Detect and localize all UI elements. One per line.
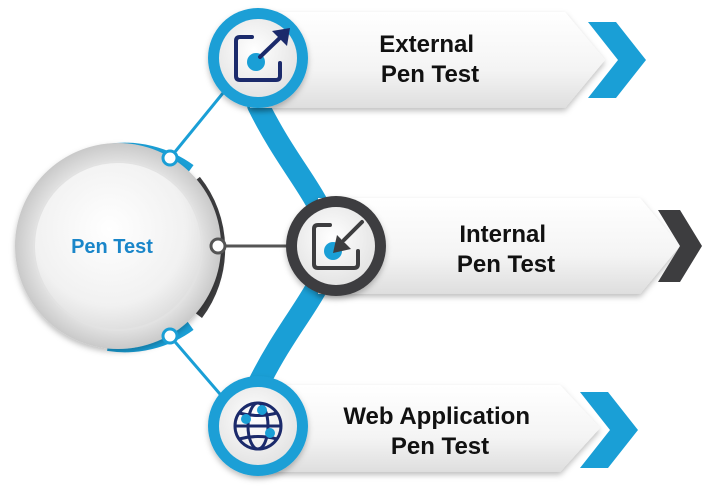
dot-top	[161, 149, 179, 167]
center-label: Pen Test	[71, 236, 153, 258]
item-internal-line2: Pen Test	[457, 251, 555, 278]
svg-text:External Pen Test: External Pen Test	[379, 31, 480, 88]
chevron-web-application	[580, 392, 638, 468]
connector-arc-top	[247, 94, 329, 216]
item-internal-line1: Internal	[459, 221, 546, 248]
connector-arc-bottom	[247, 274, 329, 396]
dot-middle	[209, 237, 227, 255]
item-web-application-line1: Web Application	[343, 403, 530, 430]
center-hub: Pen Test	[15, 142, 227, 353]
svg-text:Internal Pen Test: Internal Pen Test	[457, 221, 555, 278]
item-external: External Pen Test	[208, 8, 646, 108]
arrow-out-icon	[234, 28, 290, 82]
item-internal: Internal Pen Test	[286, 196, 702, 296]
chevron-internal	[658, 210, 702, 282]
item-web-application-line2: Pen Test	[391, 433, 489, 460]
panel-internal	[318, 198, 680, 294]
panel-web-application	[250, 385, 600, 472]
dot-bottom	[161, 327, 179, 345]
globe-network-icon	[233, 401, 283, 451]
center-inner-disc	[33, 161, 203, 331]
chevron-external	[588, 22, 646, 98]
item-web-application: Web Application Pen Test	[208, 376, 638, 476]
item-external-line1: External	[379, 31, 474, 58]
item-external-line2: Pen Test	[381, 61, 479, 88]
arrow-in-icon	[312, 220, 364, 270]
svg-text:Web Application Pen Test: Web Application Pen Test	[343, 403, 536, 460]
connector-line-top	[168, 81, 234, 159]
panel-external	[250, 12, 605, 108]
